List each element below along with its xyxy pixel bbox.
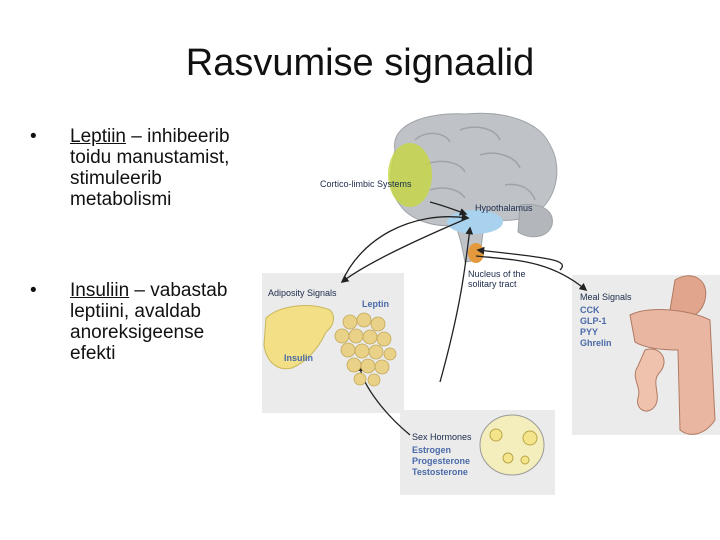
sex-hormone-item: Estrogen (412, 445, 451, 455)
brain-icon (388, 112, 558, 263)
pancreas-icon (263, 305, 334, 370)
bullet-marker: • (30, 126, 37, 147)
bullet-list: • Leptiin – inhibeerib toidu manustamist… (30, 126, 245, 364)
ovary-icon (479, 414, 545, 476)
leptin-label: Leptin (362, 299, 389, 309)
nucleus-label-line2: solitary tract (468, 279, 517, 289)
signals-diagram: Cortico-limbic Systems Hypothalamus Nucl… (250, 110, 720, 500)
adiposity-label: Adiposity Signals (268, 288, 337, 298)
bullet-term: Insuliin (70, 280, 130, 301)
hypothalamus-label: Hypothalamus (475, 203, 533, 213)
sex-hormone-item: Testosterone (412, 467, 468, 477)
adipose-tissue-icon (334, 312, 397, 387)
bullet-leptin: • Leptiin – inhibeerib toidu manustamist… (30, 126, 245, 210)
cortico-limbic-label: Cortico-limbic Systems (320, 179, 412, 189)
meal-item: GLP-1 (580, 316, 607, 326)
bullet-insulin: • Insuliin – vabastab leptiini, avaldab … (30, 280, 245, 364)
meal-item: Ghrelin (580, 338, 612, 348)
intestine-icon (629, 275, 716, 435)
slide-title: Rasvumise signaalid (185, 42, 535, 84)
bullet-term: Leptiin (70, 126, 126, 147)
nucleus-label-line1: Nucleus of the (468, 269, 526, 279)
sex-hormone-item: Progesterone (412, 456, 470, 466)
insulin-label: Insulin (284, 353, 313, 363)
meal-item: PYY (580, 327, 598, 337)
bullet-marker: • (30, 280, 37, 301)
bullet-text: – inhibeerib toidu manustamist, stimulee… (70, 126, 230, 210)
meal-item: CCK (580, 305, 600, 315)
signal-arrows (340, 201, 588, 436)
meal-signals-label: Meal Signals (580, 292, 632, 302)
bullet-text: – vabastab leptiini, avaldab anoreksigee… (70, 280, 228, 364)
sex-hormones-label: Sex Hormones (412, 432, 472, 442)
